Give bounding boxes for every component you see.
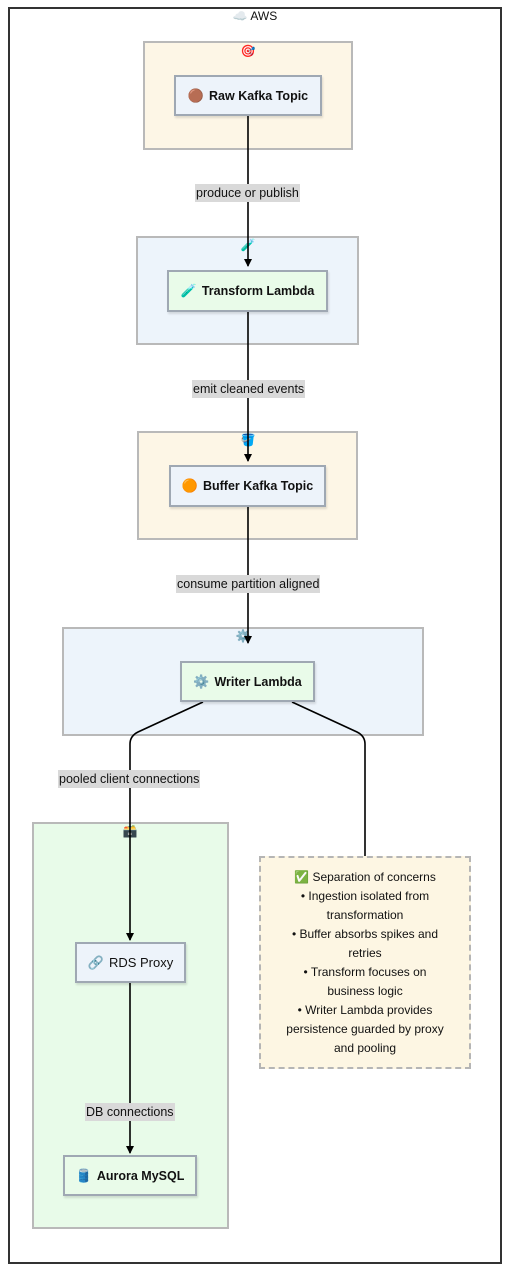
- target-icon: 🎯: [240, 44, 256, 58]
- raw-kafka-topic-label: Raw Kafka Topic: [209, 88, 309, 103]
- note-line: business logic: [327, 984, 403, 998]
- edge-label-produce: produce or publish: [195, 184, 300, 202]
- cloud-icon: ☁️: [232, 9, 248, 23]
- note-title-text: Separation of concerns: [312, 870, 436, 884]
- rds-proxy-node[interactable]: 🔗 RDS Proxy: [75, 942, 186, 983]
- note-line: retries: [348, 946, 382, 960]
- transform-lambda-node[interactable]: 🧪 Transform Lambda: [167, 270, 328, 312]
- note-line: • Ingestion isolated from: [300, 889, 430, 903]
- note-line: • Writer Lambda provides: [297, 1003, 433, 1017]
- rds-proxy-label: RDS Proxy: [108, 955, 174, 970]
- note-line: transformation: [326, 908, 404, 922]
- separation-note: ✅ Separation of concerns • Ingestion iso…: [259, 856, 471, 1069]
- edge-label-db: DB connections: [85, 1103, 175, 1121]
- note-line: • Buffer absorbs spikes and: [291, 927, 439, 941]
- link-icon: 🔗: [87, 954, 104, 970]
- buffer-kafka-topic-label: Buffer Kafka Topic: [202, 479, 314, 493]
- note-title: ✅ Separation of concerns: [271, 868, 459, 887]
- note-line: • Transform focuses on: [303, 965, 427, 979]
- gear-icon: ⚙️: [193, 673, 210, 689]
- raw-kafka-topic-node[interactable]: 🟤 Raw Kafka Topic: [174, 75, 322, 116]
- transform-lambda-label: Transform Lambda: [201, 284, 315, 298]
- test-tube-icon: 🧪: [180, 283, 197, 298]
- edge-label-emit: emit cleaned events: [192, 380, 306, 398]
- buffer-kafka-topic-node[interactable]: 🟠 Buffer Kafka Topic: [169, 465, 326, 507]
- writer-lambda-label: Writer Lambda: [214, 674, 302, 689]
- orange-circle-icon: 🟠: [181, 478, 198, 493]
- edge-label-consume: consume partition aligned: [176, 575, 321, 593]
- edge-writer-note: [291, 701, 366, 856]
- brown-circle-icon: 🟤: [187, 87, 205, 103]
- note-line: and pooling: [333, 1041, 397, 1055]
- aws-cloud-title: ☁️ AWS: [200, 9, 310, 23]
- note-line: persistence guarded by proxy: [286, 1022, 444, 1036]
- writer-lambda-node[interactable]: ⚙️ Writer Lambda: [180, 661, 315, 702]
- database-icon: 🛢️: [75, 1167, 92, 1183]
- edge-pooled: [126, 701, 204, 941]
- aurora-mysql-label: Aurora MySQL: [96, 1168, 185, 1183]
- edge-label-pooled: pooled client connections: [58, 770, 201, 788]
- check-icon: ✅: [294, 870, 310, 884]
- cloud-label: AWS: [250, 9, 278, 23]
- aurora-mysql-node[interactable]: 🛢️ Aurora MySQL: [63, 1155, 197, 1196]
